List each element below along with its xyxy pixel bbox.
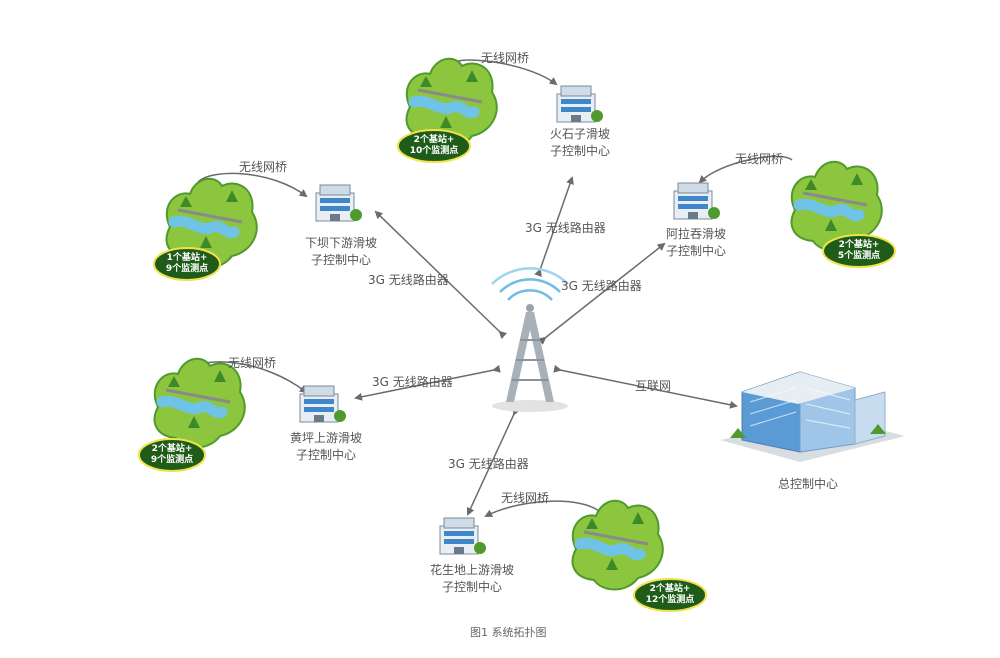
router-label-huangping: 3G 无线路由器 [372, 375, 453, 389]
bridge-label-alatun: 无线网桥 [735, 152, 784, 166]
internet-link-label: 互联网 [634, 379, 671, 393]
figure-caption: 图1 系统拓扑图 [470, 626, 547, 639]
building-huangping-icon [299, 385, 347, 423]
sub-center-buildings [299, 85, 721, 555]
bridge-label-huangping: 无线网桥 [228, 356, 277, 370]
radio-tower-icon [491, 267, 569, 412]
internet-link-arrow [553, 364, 738, 409]
bridge-arrow-xiaba [197, 172, 308, 198]
badge-xiaba [153, 247, 221, 281]
sub-center-label-alatun: 阿拉吞滑坡子控制中心 [665, 227, 726, 258]
router-label-alatun: 3G 无线路由器 [561, 279, 642, 293]
badge-text-huashengdi: 2个基站+12个监测点 [645, 584, 695, 605]
building-alatun-icon [673, 182, 721, 220]
router-arrow-alatun [537, 242, 666, 345]
terrain-huashengdi-icon [573, 501, 663, 590]
badge-huashengdi [633, 578, 707, 612]
office-tower-icon [720, 371, 905, 462]
terrain-illustrations [155, 59, 882, 590]
router-label-huashengdi: 3G 无线路由器 [448, 457, 529, 471]
sub-center-label-xiaba: 下坝下游滑坡子控制中心 [304, 236, 377, 267]
building-huoshizi-icon [556, 85, 604, 123]
router-arrow-xiaba [374, 210, 508, 340]
building-huashengdi-icon [439, 517, 487, 555]
building-xiaba-icon [315, 184, 363, 222]
bridge-label-huoshizi: 无线网桥 [481, 51, 530, 65]
badge-text-alatun: 2个基站+5个监测点 [837, 240, 881, 261]
badge-text-huoshizi: 2个基站+10个监测点 [409, 135, 459, 156]
terrain-huangping-icon [155, 359, 245, 448]
bridge-label-huashengdi: 无线网桥 [501, 491, 550, 505]
bridge-arrow-huoshizi [454, 59, 558, 86]
sub-center-label-huashengdi: 花生地上游滑坡子控制中心 [429, 563, 514, 594]
badge-text-huangping: 2个基站+9个监测点 [150, 444, 194, 465]
sub-center-label-huangping: 黄坪上游滑坡子控制中心 [289, 431, 362, 462]
router-label-xiaba: 3G 无线路由器 [368, 273, 449, 287]
router-label-huoshizi: 3G 无线路由器 [525, 221, 606, 235]
bridge-label-xiaba: 无线网桥 [239, 160, 288, 174]
badge-alatun [822, 234, 896, 268]
site-badges [138, 129, 896, 612]
badge-huoshizi [397, 129, 471, 163]
main-center-label: 总控制中心 [777, 477, 838, 491]
badge-text-xiaba: 1个基站+9个监测点 [165, 253, 209, 274]
router-arrow-huangping [354, 364, 501, 401]
router-arrow-huashengdi [466, 406, 521, 516]
badge-huangping [138, 438, 206, 472]
sub-center-label-huoshizi: 火石子滑坡子控制中心 [549, 127, 610, 158]
bridge-arrow-alatun [698, 155, 793, 184]
